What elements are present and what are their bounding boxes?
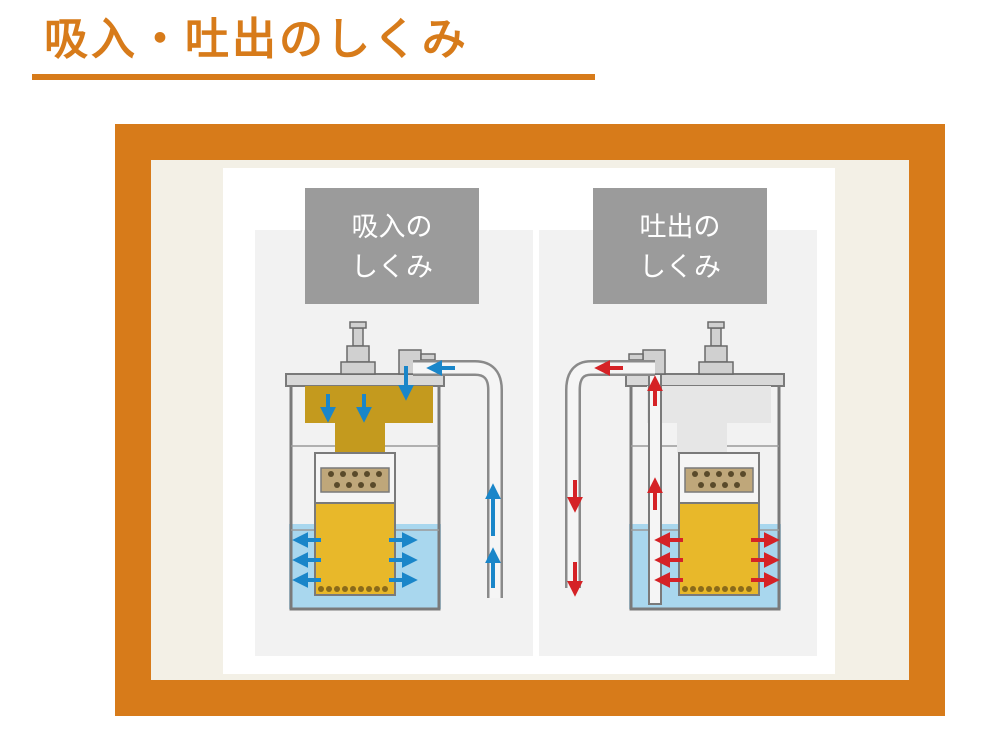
oil-container [314, 502, 396, 596]
mechanism-diagram: 吸入の しくみ [255, 188, 817, 656]
suction-panel: 吸入の しくみ [255, 188, 533, 656]
suction-hose [413, 362, 501, 598]
diagram-frame: 吸入の しくみ [115, 124, 945, 716]
discharge-label-line2: しくみ [639, 252, 721, 283]
valve-icon [698, 321, 734, 375]
discharge-hose [567, 362, 655, 588]
suction-label-line2: しくみ [351, 252, 433, 283]
title-underline [32, 74, 595, 80]
discharge-label-line1: 吐出の [640, 212, 721, 243]
discharge-label-box [593, 188, 767, 304]
diagram-frame-inner: 吸入の しくみ [151, 160, 909, 680]
oil-container [678, 502, 760, 596]
suction-label-line1: 吸入の [352, 212, 433, 243]
page-title: 吸入・吐出のしくみ [44, 14, 469, 65]
suction-label-box [305, 188, 479, 304]
diagram-panel: 吸入の しくみ [223, 168, 835, 674]
discharge-panel: 吐出の しくみ [539, 188, 817, 656]
valve-icon [340, 321, 376, 375]
empty-chamber-top [647, 386, 771, 453]
